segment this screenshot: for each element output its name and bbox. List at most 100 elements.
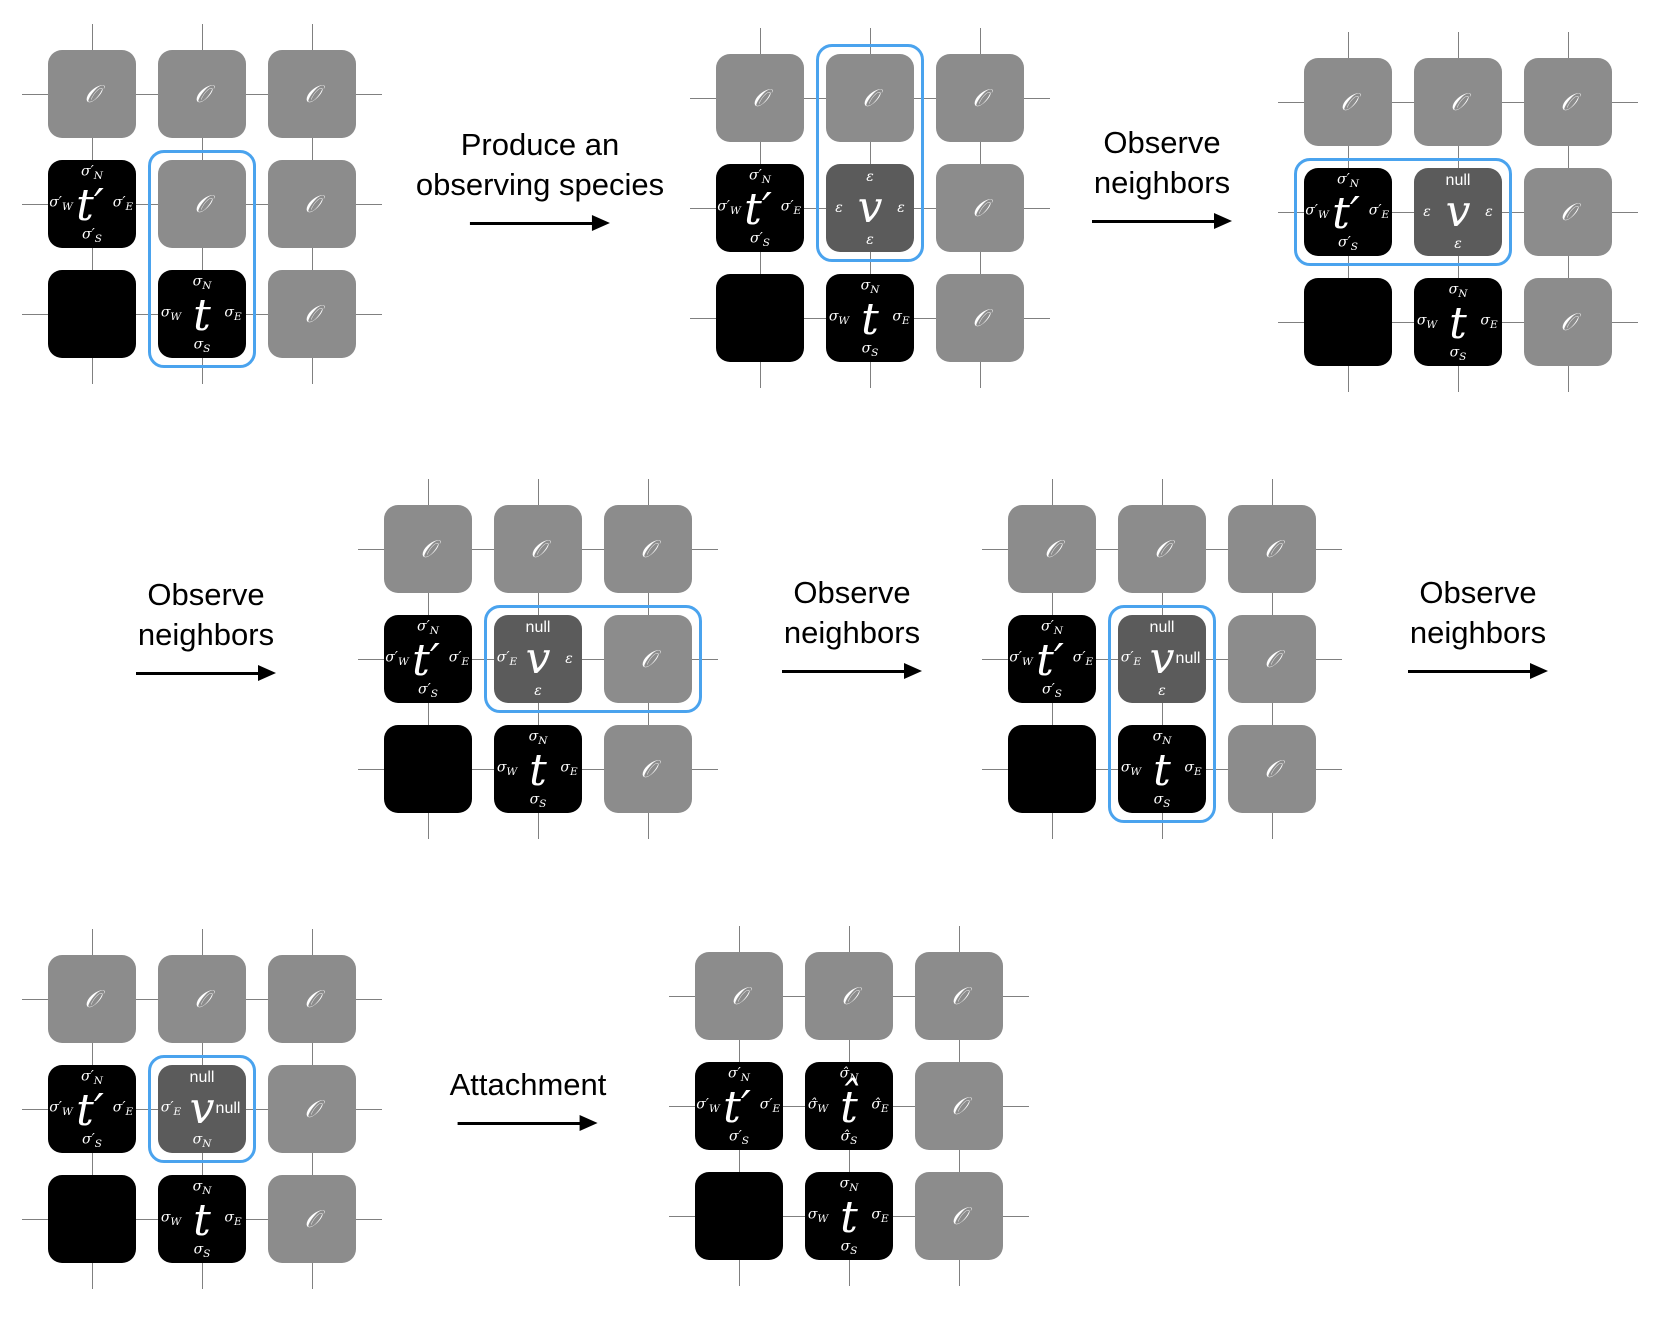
glue-north: σN <box>192 1178 212 1198</box>
glue-north: σ′N <box>1337 171 1359 191</box>
glue-north: σN <box>1152 728 1172 748</box>
empty-symbol: 𝒪 <box>1560 308 1576 336</box>
observed-north: null <box>1149 619 1175 636</box>
empty-tile: 𝒪 <box>158 955 246 1043</box>
empty-tile: 𝒪 <box>936 274 1024 362</box>
glue-north: σN <box>839 1175 859 1195</box>
glue-north: σ′N <box>728 1065 750 1085</box>
glue-west: σW <box>1416 312 1438 332</box>
step-label: Observe neighbors <box>1093 125 1231 200</box>
tile-name: t <box>861 294 879 345</box>
glue-west: σ̂W <box>807 1096 829 1116</box>
empty-tile: 𝒪 <box>268 160 356 248</box>
glue-east: σE <box>1184 759 1202 779</box>
empty-tile: 𝒪 <box>268 1175 356 1263</box>
empty-tile: 𝒪 <box>1524 58 1612 146</box>
tile-name: t′ <box>744 184 772 235</box>
empty-symbol: 𝒪 <box>1264 535 1280 563</box>
empty-tile: 𝒪 <box>1414 58 1502 146</box>
glue-south: σ̂S <box>840 1128 858 1148</box>
glue-east: σE <box>224 304 242 324</box>
empty-tile: 𝒪 <box>936 54 1024 142</box>
glue-north: σ′N <box>417 618 439 638</box>
glue-east: σE <box>1480 312 1498 332</box>
empty-tile: 𝒪 <box>158 50 246 138</box>
observed-east: ε <box>897 200 905 216</box>
observed-north: null <box>189 1069 215 1086</box>
empty-symbol: 𝒪 <box>731 982 747 1010</box>
glue-west: σW <box>496 759 518 779</box>
tile-name: v <box>525 633 551 684</box>
glue-north: σN <box>860 277 880 297</box>
empty-tile: 𝒪 <box>1228 725 1316 813</box>
glue-east: σ′E <box>448 649 470 669</box>
observed-west: σ′E <box>1120 649 1142 669</box>
empty-symbol: 𝒪 <box>1340 88 1356 116</box>
empty-tile: 𝒪 <box>915 1172 1003 1260</box>
empty-symbol: 𝒪 <box>1450 88 1466 116</box>
tile-name: t <box>840 1192 858 1243</box>
glue-east: σ′E <box>1368 202 1390 222</box>
seed-tile <box>48 270 136 358</box>
glue-east: σE <box>871 1206 889 1226</box>
tile-name: t′ <box>1036 635 1064 686</box>
empty-tile: 𝒪 <box>805 952 893 1040</box>
empty-tile: 𝒪 <box>604 725 692 813</box>
empty-tile: 𝒪 <box>604 615 692 703</box>
glue-north: σ′N <box>81 163 103 183</box>
empty-symbol: 𝒪 <box>84 985 100 1013</box>
observed-east: null <box>215 1100 241 1117</box>
tile-name: t′ <box>412 635 440 686</box>
glue-west: σ′W <box>385 649 409 669</box>
step-arrow-5: Observe neighbors <box>1408 573 1548 681</box>
empty-tile: 𝒪 <box>915 952 1003 1040</box>
empty-symbol: 𝒪 <box>972 304 988 332</box>
glue-north: σ′N <box>749 167 771 187</box>
empty-symbol: 𝒪 <box>640 535 656 563</box>
seed-tile <box>1008 725 1096 813</box>
glue-north: σN <box>528 728 548 748</box>
empty-tile: 𝒪 <box>268 1065 356 1153</box>
observed-west: ε <box>835 200 843 216</box>
highlight-box <box>484 605 702 713</box>
seed-tile <box>384 725 472 813</box>
right-arrow-icon <box>458 1113 598 1133</box>
seed-tile <box>1304 278 1392 366</box>
empty-symbol: 𝒪 <box>972 84 988 112</box>
glue-north: σN <box>192 273 212 293</box>
tile-name: t <box>1449 298 1467 349</box>
step-arrow-3: Observe neighbors <box>136 575 276 683</box>
empty-symbol: 𝒪 <box>1560 198 1576 226</box>
tile-name: t <box>529 745 547 796</box>
empty-symbol: 𝒪 <box>1560 88 1576 116</box>
empty-tile: 𝒪 <box>936 164 1024 252</box>
glue-south: σ′S <box>729 1128 749 1148</box>
right-arrow-icon <box>1092 211 1232 231</box>
observed-north: null <box>1445 172 1471 189</box>
highlight-box <box>1294 158 1512 266</box>
empty-tile: 𝒪 <box>1524 278 1612 366</box>
right-arrow-icon <box>469 213 610 233</box>
empty-tile: 𝒪 <box>604 505 692 593</box>
empty-symbol: 𝒪 <box>951 982 967 1010</box>
glue-north: σ′N <box>1041 618 1063 638</box>
empty-tile: 𝒪 <box>1524 168 1612 256</box>
tile-name: v <box>1445 186 1471 237</box>
glue-east: σ′E <box>1072 649 1094 669</box>
right-arrow-icon <box>1408 661 1548 681</box>
tile-name: t′ <box>76 180 104 231</box>
seed-tile <box>48 1175 136 1263</box>
glue-west: σW <box>828 308 850 328</box>
empty-symbol: 𝒪 <box>1044 535 1060 563</box>
empty-tile: 𝒪 <box>1228 615 1316 703</box>
empty-symbol: 𝒪 <box>304 190 320 218</box>
